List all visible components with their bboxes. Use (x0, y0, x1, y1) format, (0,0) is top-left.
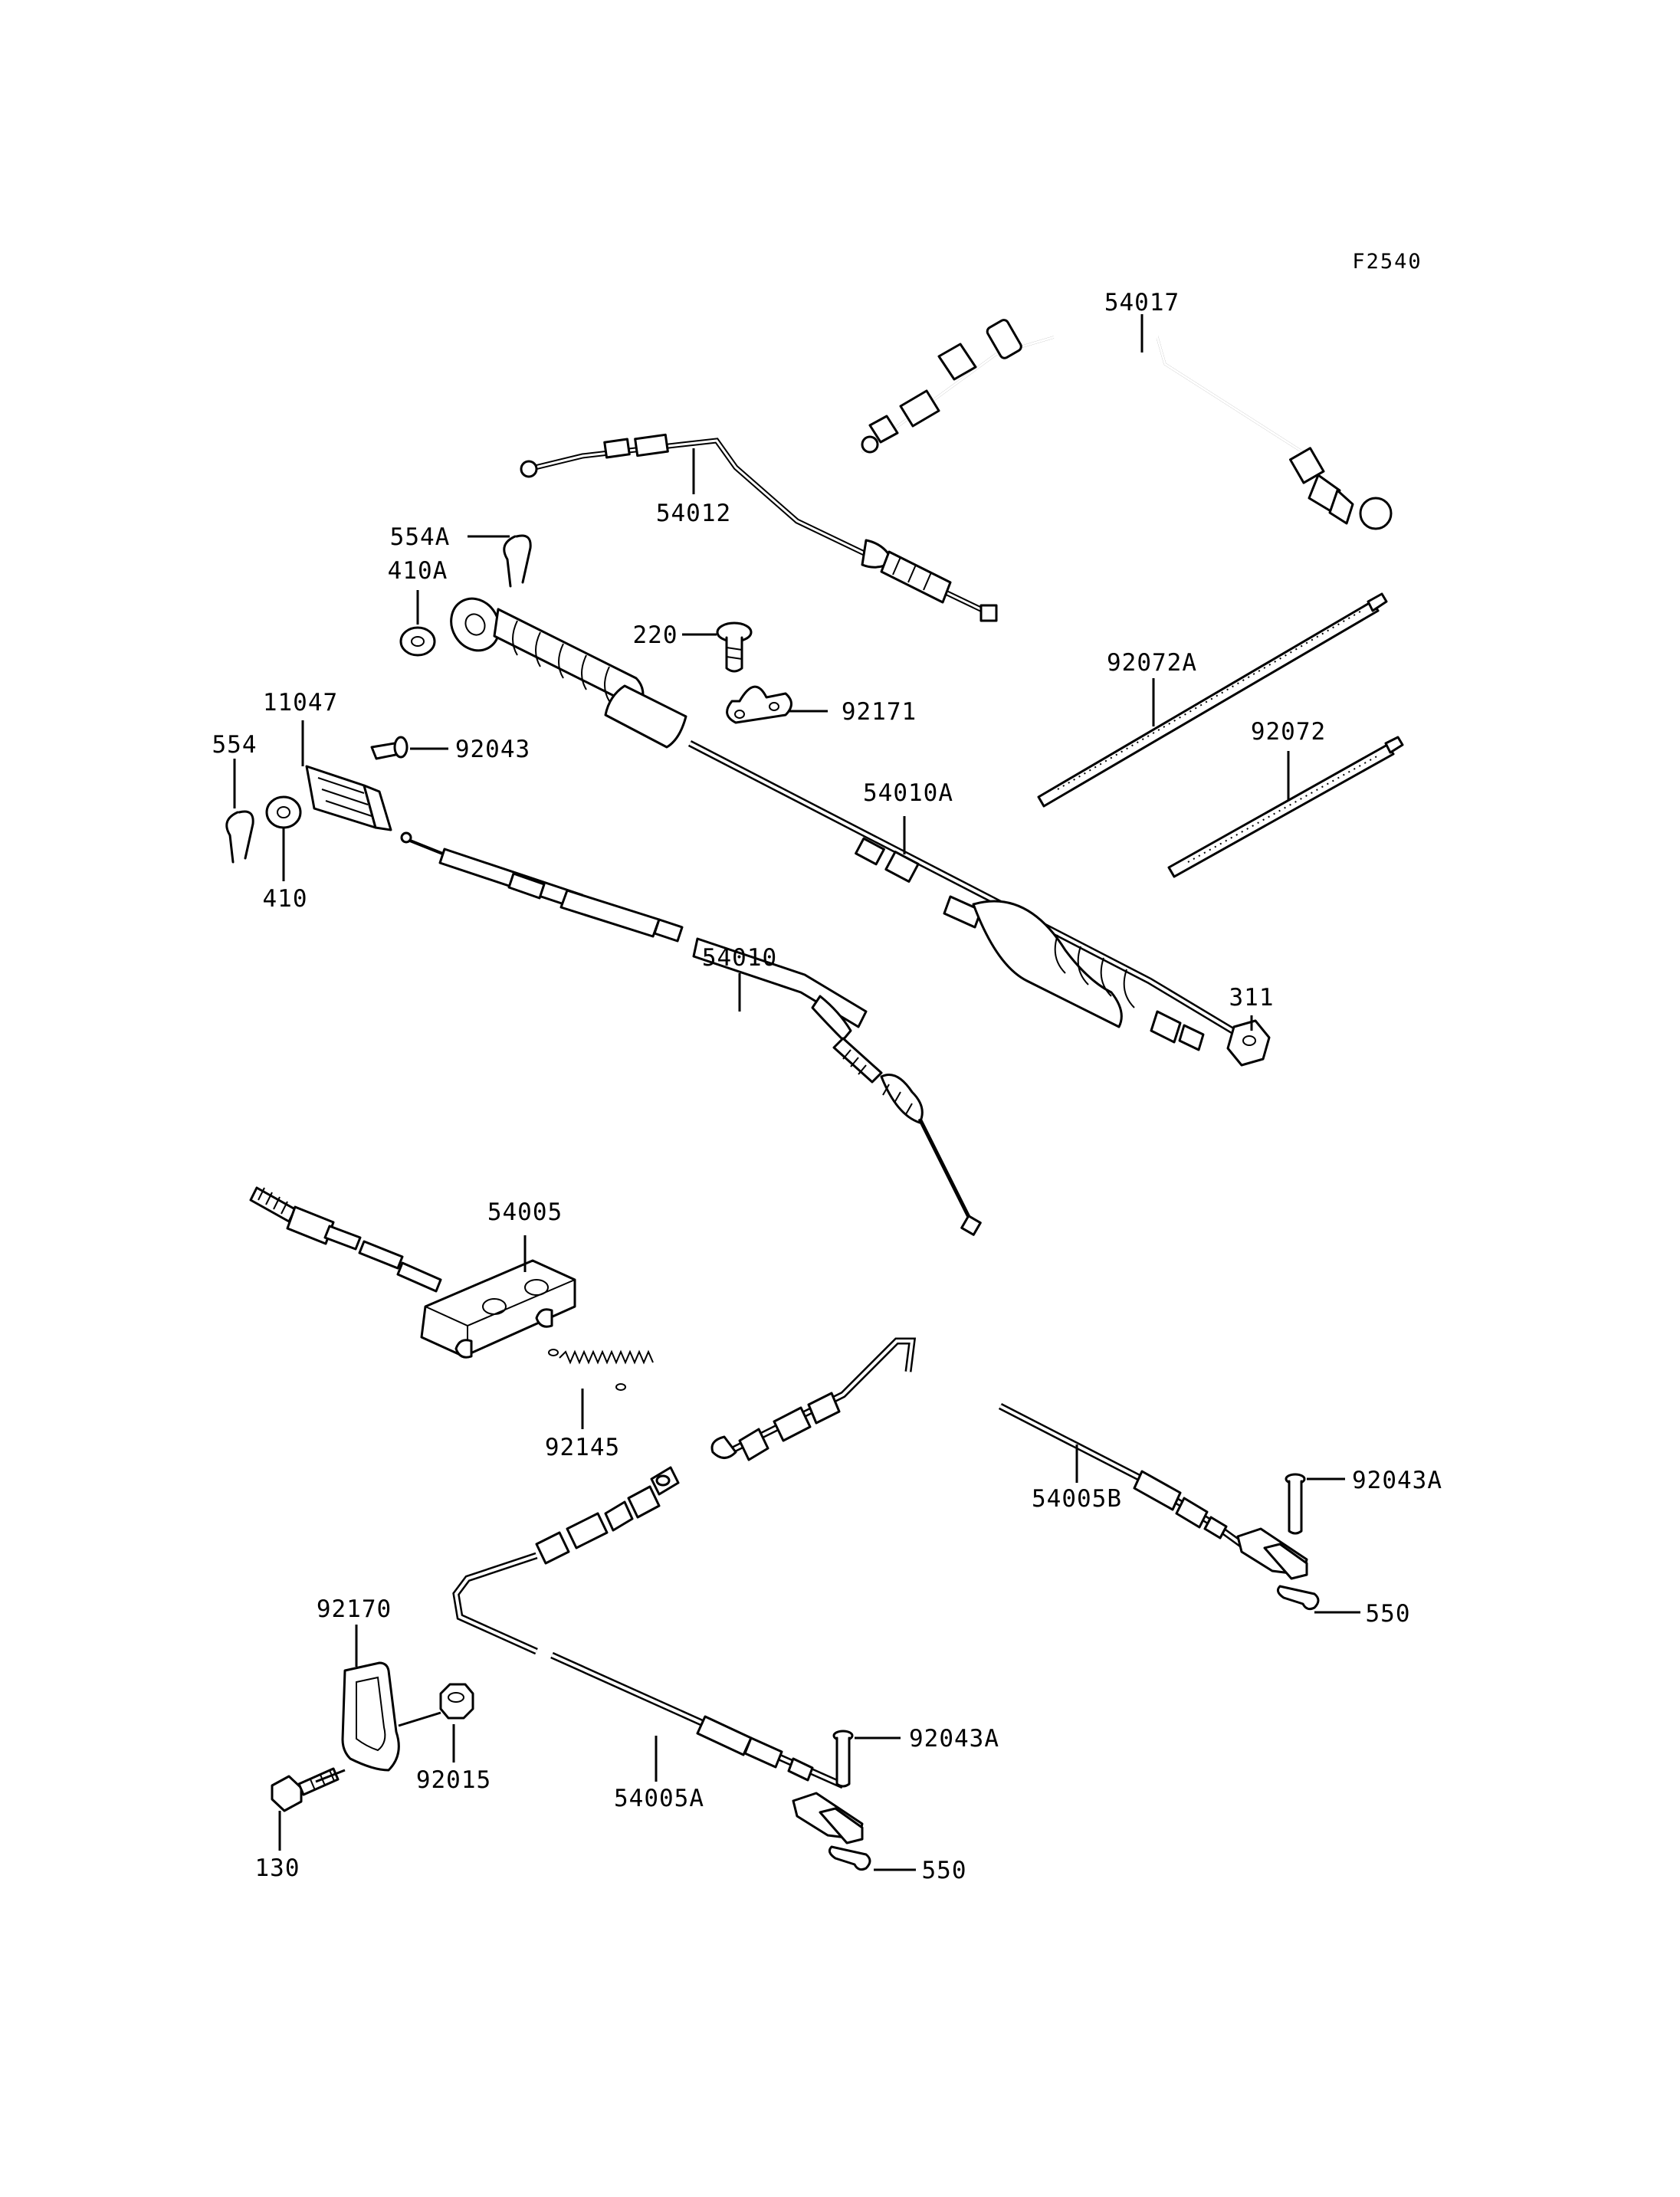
block-11047[interactable] (305, 765, 392, 831)
cable-54005B[interactable] (710, 1337, 1308, 1580)
cable-54017[interactable] (861, 318, 1393, 530)
callout-92015: 92015 (416, 1766, 491, 1794)
callout-554A: 554A (390, 523, 451, 551)
callout-54005A: 54005A (614, 1785, 704, 1812)
callout-410: 410 (263, 885, 308, 913)
callout-220: 220 (633, 621, 678, 649)
callout-550-lower: 550 (922, 1857, 967, 1884)
screw-220[interactable] (716, 621, 753, 673)
callout-92072: 92072 (1251, 718, 1326, 746)
callout-311: 311 (1229, 984, 1275, 1012)
callout-54005: 54005 (487, 1199, 563, 1226)
callout-92043: 92043 (455, 736, 530, 763)
r-clip-554[interactable] (225, 810, 254, 864)
callout-54010A: 54010A (863, 779, 953, 807)
nut-92015[interactable] (439, 1683, 474, 1720)
callout-92072A: 92072A (1107, 649, 1197, 677)
callout-410A: 410A (388, 557, 448, 585)
clamp-92171[interactable] (726, 685, 792, 724)
clevis-pin-92043A-upper[interactable] (1285, 1473, 1306, 1535)
cable-54005[interactable] (249, 1186, 576, 1359)
callout-11047: 11047 (263, 689, 338, 716)
callout-92145: 92145 (545, 1434, 620, 1461)
cotter-pin-550-lower[interactable] (828, 1845, 871, 1871)
bolt-130[interactable] (271, 1767, 340, 1812)
cable-54012[interactable] (520, 433, 998, 622)
cable-54005A[interactable] (452, 1466, 864, 1844)
figure-code: F2540 (1352, 250, 1422, 274)
callout-92170: 92170 (317, 1595, 392, 1623)
callout-54012: 54012 (656, 500, 731, 527)
washer-410A[interactable] (399, 626, 436, 657)
pin-92043[interactable] (370, 736, 409, 760)
cable-54010A[interactable] (442, 590, 1267, 1053)
callout-54017: 54017 (1104, 289, 1180, 316)
callout-554: 554 (212, 731, 258, 759)
callout-92171: 92171 (842, 698, 917, 726)
cable-54010[interactable] (400, 831, 982, 1236)
spring-92145[interactable] (548, 1349, 654, 1391)
clevis-pin-92043A-lower[interactable] (832, 1730, 854, 1788)
callout-92043A-upper: 92043A (1352, 1467, 1442, 1494)
r-clip-554A[interactable] (503, 534, 532, 588)
callout-54010: 54010 (702, 944, 777, 972)
washer-410[interactable] (265, 795, 302, 829)
callout-54005B: 54005B (1032, 1485, 1122, 1513)
callout-130: 130 (255, 1854, 300, 1882)
cotter-pin-550-upper[interactable] (1276, 1585, 1320, 1611)
callout-92043A-lower: 92043A (909, 1725, 999, 1753)
nut-311[interactable] (1226, 1019, 1271, 1067)
cable-tie-92072[interactable] (1167, 736, 1404, 878)
callout-550-upper: 550 (1366, 1600, 1411, 1628)
bracket-92170[interactable] (341, 1661, 400, 1772)
cable-tie-92072A[interactable] (1037, 592, 1388, 808)
